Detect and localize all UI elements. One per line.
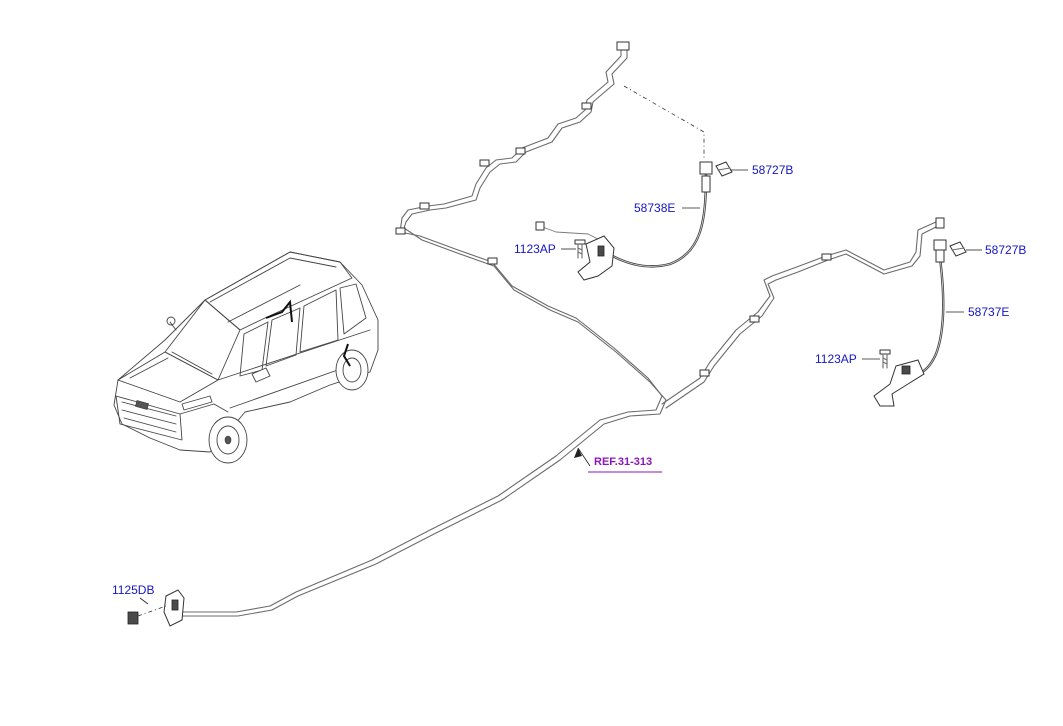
label-hose-right[interactable]: 58737E	[968, 305, 1009, 319]
label-bolt-left[interactable]: 1123AP	[514, 242, 556, 256]
left-flex-hose-assembly	[535, 85, 733, 281]
leader-lines	[139, 169, 982, 605]
label-reference[interactable]: REF.31-313	[594, 456, 652, 468]
label-bolt-right[interactable]: 1123AP	[815, 352, 857, 366]
label-clip-right[interactable]: 58727B	[985, 243, 1026, 257]
line-clips	[395, 41, 945, 377]
bolt-left-icon	[574, 239, 586, 259]
label-hose-left[interactable]: 58738E	[634, 201, 675, 215]
bolt-right-icon	[879, 349, 891, 369]
bolt-bottom-icon	[127, 605, 167, 625]
vehicle-illustration	[113, 251, 379, 464]
rear-bracket	[163, 589, 185, 627]
right-flex-hose-assembly	[873, 239, 967, 407]
main-brake-line	[163, 41, 945, 627]
clip-right-icon	[949, 241, 967, 257]
dashed-connector-upper	[623, 85, 705, 160]
label-bolt-bottom[interactable]: 1125DB	[112, 583, 154, 597]
clip-left-icon	[715, 161, 733, 177]
part-labels: 58727B 58738E 1123AP 58727B 58737E 1123A…	[112, 163, 1026, 597]
label-clip-upper[interactable]: 58727B	[752, 163, 793, 177]
